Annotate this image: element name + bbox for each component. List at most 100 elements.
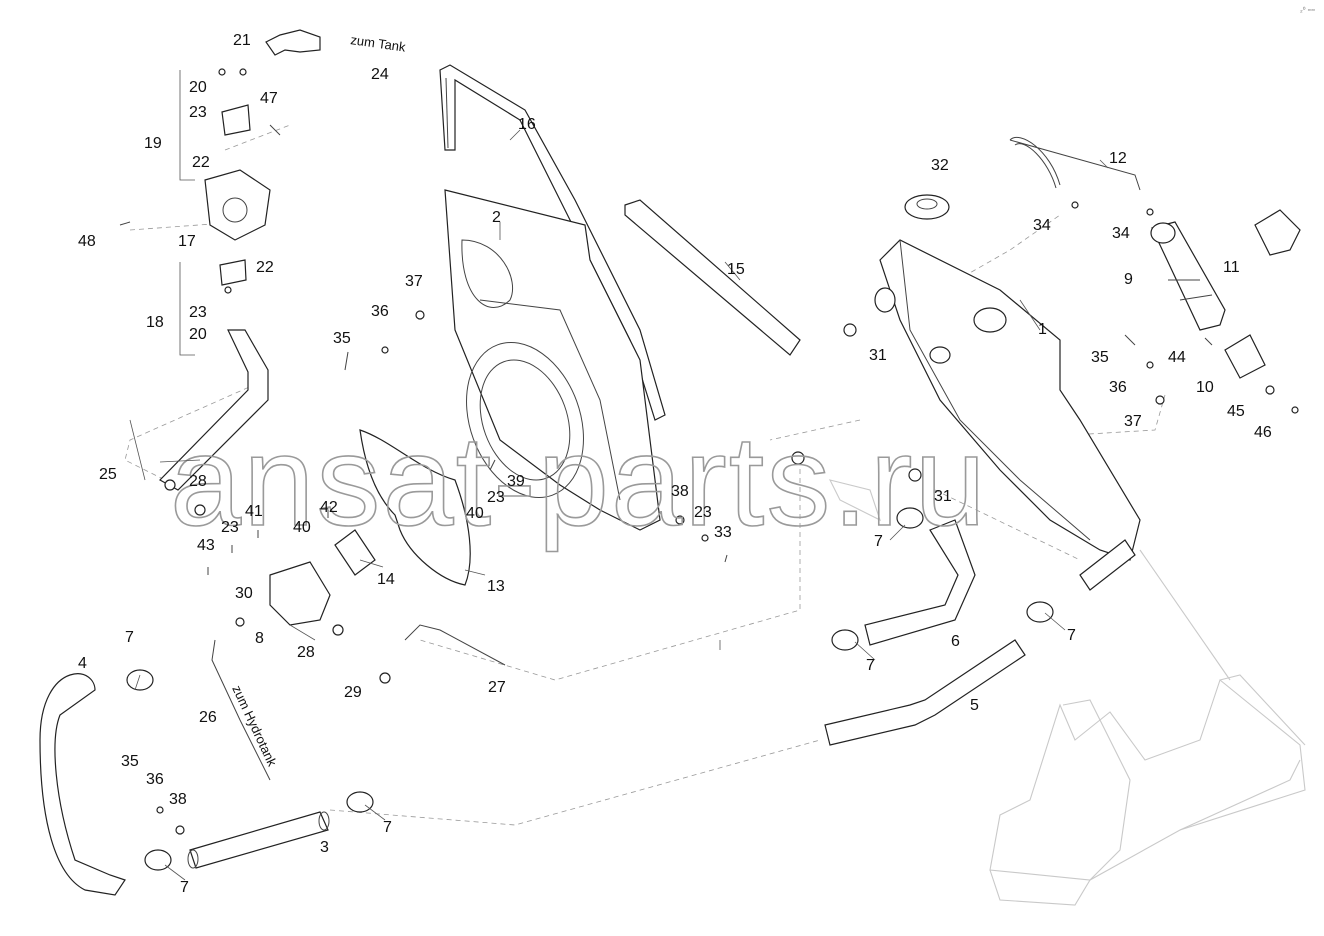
callout-17: 17 <box>178 233 196 250</box>
callout-9: 9 <box>1124 271 1133 288</box>
callout-5: 5 <box>970 697 979 714</box>
callout-43: 43 <box>197 537 215 554</box>
callout-27: 27 <box>488 679 506 696</box>
callout-3: 3 <box>320 839 329 856</box>
callout-40-b: 40 <box>293 519 311 536</box>
callout-26: 26 <box>199 709 217 726</box>
part-25-hose <box>159 329 269 491</box>
part-14-hub <box>334 529 376 576</box>
callout-31-b: 31 <box>934 488 952 505</box>
part-5-hose <box>824 639 1026 746</box>
callout-31-a: 31 <box>869 347 887 364</box>
callout-38-b: 38 <box>169 791 187 808</box>
callout-1: 1 <box>1038 321 1047 338</box>
callout-18: 18 <box>146 314 164 331</box>
callout-35-a: 35 <box>333 330 351 347</box>
part-2-fan-shroud <box>444 189 661 531</box>
callout-22-b: 22 <box>256 259 274 276</box>
callout-37-a: 37 <box>405 273 423 290</box>
callout-37-b: 37 <box>1124 413 1142 430</box>
callout-23-d: 23 <box>487 489 505 506</box>
part-8-motor <box>269 561 331 626</box>
callout-23-b: 23 <box>189 304 207 321</box>
callout-47: 47 <box>260 90 278 107</box>
callout-13: 13 <box>487 578 505 595</box>
callout-30: 30 <box>235 585 253 602</box>
part-12-small-hose <box>1009 136 1141 191</box>
callout-24: 24 <box>371 66 389 83</box>
callout-8: 8 <box>255 630 264 647</box>
corner-mark: ₂⁰ ▫▫▫ <box>1300 6 1315 14</box>
callout-36-b: 36 <box>1109 379 1127 396</box>
callout-34-a: 34 <box>1033 217 1051 234</box>
fasteners <box>119 68 1299 835</box>
callout-16: 16 <box>518 116 536 133</box>
callout-12: 12 <box>1109 150 1127 167</box>
part-11-clamp <box>1254 209 1301 256</box>
callout-28-b: 28 <box>297 644 315 661</box>
callout-28-a: 28 <box>189 473 207 490</box>
part-3-tube <box>187 811 330 869</box>
callout-35-b: 35 <box>1091 349 1109 366</box>
ghost-frame <box>828 479 1306 906</box>
part-13-fan <box>359 429 471 586</box>
callout-25: 25 <box>99 466 117 483</box>
part-24-line <box>265 29 321 56</box>
note-zum-tank: zum Tank <box>350 32 407 55</box>
callout-35-c: 35 <box>121 753 139 770</box>
callout-7-b: 7 <box>383 819 392 836</box>
callout-14: 14 <box>377 571 395 588</box>
callout-48: 48 <box>78 233 96 250</box>
callouts: 1 2 3 4 5 6 7 7 7 7 7 7 8 9 10 11 12 13 … <box>78 32 1272 896</box>
callout-7-c: 7 <box>180 879 189 896</box>
part-6-hose <box>864 519 976 646</box>
callout-6: 6 <box>951 633 960 650</box>
part-19-upper-block <box>221 104 251 136</box>
assembly-lines <box>124 124 1166 826</box>
part-4-hose <box>39 673 126 896</box>
callout-20-a: 20 <box>189 79 207 96</box>
callout-34-b: 34 <box>1112 225 1130 242</box>
callout-23-e: 23 <box>694 504 712 521</box>
callout-32: 32 <box>931 157 949 174</box>
leader-lines <box>129 70 1109 881</box>
callout-46: 46 <box>1254 424 1272 441</box>
callout-45: 45 <box>1227 403 1245 420</box>
watermark-text: ansat-parts.ru <box>170 410 988 553</box>
callout-23-a: 23 <box>189 104 207 121</box>
callout-2: 2 <box>492 209 501 226</box>
part-26-hose <box>211 639 271 781</box>
callout-29: 29 <box>344 684 362 701</box>
callout-39: 39 <box>507 473 525 490</box>
part-32-cap <box>904 194 950 220</box>
callout-19: 19 <box>144 135 162 152</box>
clamps <box>126 507 1054 871</box>
part-15-bar <box>624 199 801 356</box>
part-9-expansion-tank <box>1150 221 1226 331</box>
note-zum-hydrotank: zum Hydrotank <box>229 683 280 769</box>
callout-40-a: 40 <box>466 505 484 522</box>
callout-15: 15 <box>727 261 745 278</box>
callout-7-d: 7 <box>874 533 883 550</box>
part-27-hose <box>404 624 506 666</box>
callout-33: 33 <box>714 524 732 541</box>
callout-36-c: 36 <box>146 771 164 788</box>
callout-4: 4 <box>78 655 87 672</box>
part-18-lower-block <box>219 259 247 286</box>
callout-36-a: 36 <box>371 303 389 320</box>
part-10-bracket <box>1224 334 1266 379</box>
callout-22-a: 22 <box>192 154 210 171</box>
callout-38-a: 38 <box>671 483 689 500</box>
callout-42: 42 <box>320 499 338 516</box>
callout-7-e: 7 <box>866 657 875 674</box>
callout-20-b: 20 <box>189 326 207 343</box>
callout-10: 10 <box>1196 379 1214 396</box>
callout-41: 41 <box>245 503 263 520</box>
part-17-pump <box>204 169 271 241</box>
callout-44: 44 <box>1168 349 1186 366</box>
callout-21: 21 <box>233 32 251 49</box>
callout-23-c: 23 <box>221 519 239 536</box>
callout-7-f: 7 <box>1067 627 1076 644</box>
